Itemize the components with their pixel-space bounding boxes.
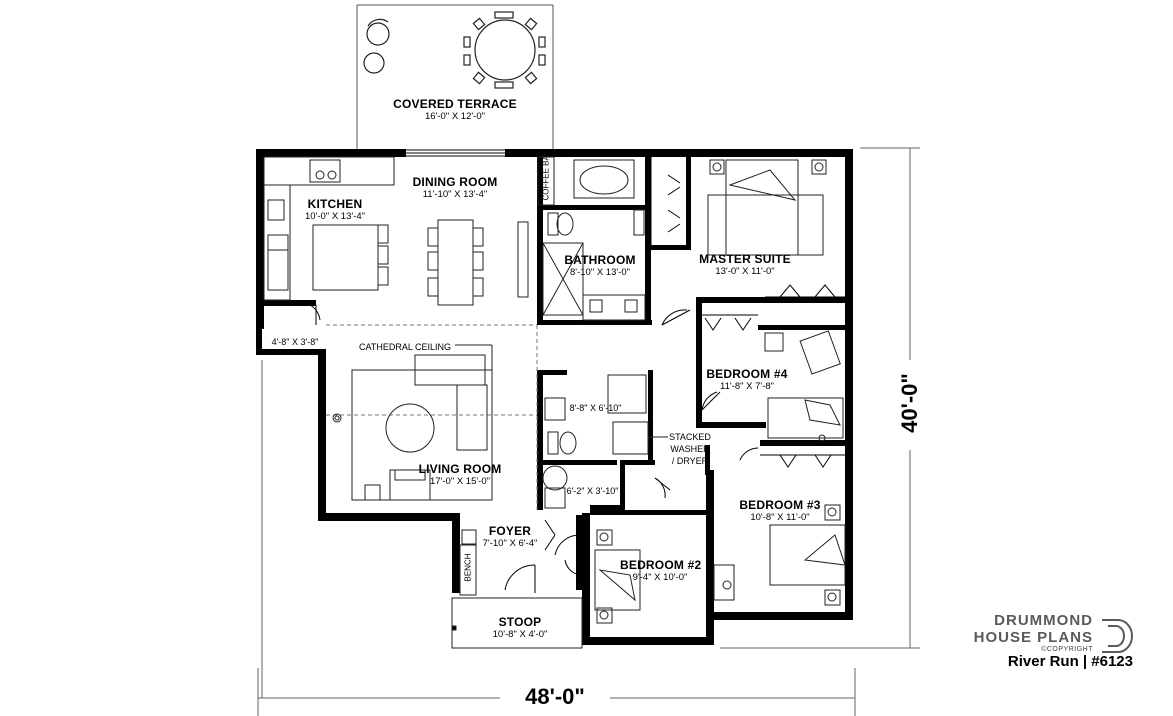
- room-name: FOYER: [488, 524, 532, 538]
- room-name: COVERED TERRACE: [393, 97, 517, 111]
- dryer-label: / DRYER: [671, 456, 709, 466]
- room-label-bathroom: BATHROOM 8'-10" X 13'-0": [555, 253, 645, 278]
- bathroom-fixtures: [542, 159, 646, 321]
- overall-depth-dimension: 40'-0": [897, 373, 922, 433]
- laundry-fixtures: [542, 374, 668, 509]
- coffee-bar-label: COFFEE BAR: [541, 149, 551, 201]
- room-label-living-room: LIVING ROOM 17'-0" X 15'-0": [415, 462, 505, 487]
- room-label-foyer: FOYER 7'-10" X 6'-4": [480, 524, 540, 549]
- room-name: STOOP: [498, 615, 542, 629]
- brand-line-1: DRUMMOND: [994, 612, 1093, 629]
- powder-room-dimensions-label: 6'-2" X 3'-10": [566, 486, 619, 496]
- laundry-dimensions-label: 8'-8" X 6'-10": [569, 403, 622, 413]
- room-dimensions: 10'-0" X 13'-4": [304, 211, 365, 222]
- drummond-logo-mark: [1102, 619, 1133, 653]
- room-label-master-suite: MASTER SUITE 13'-0" X 11'-0": [690, 252, 800, 277]
- bedroom-2-furniture: [594, 529, 641, 624]
- room-label-kitchen: KITCHEN 10'-0" X 13'-4": [290, 197, 380, 222]
- brand-line-2: HOUSE PLANS: [973, 629, 1093, 646]
- room-label-bedroom-4: BEDROOM #4 11'-8" X 7'-8": [702, 367, 792, 392]
- coffee-bar: [537, 156, 555, 206]
- door-swings: [309, 304, 759, 593]
- room-dimensions: 10'-8" X 4'-0": [492, 629, 548, 640]
- room-name: DINING ROOM: [412, 175, 498, 189]
- room-dimensions: 11'-8" X 7'-8": [719, 381, 775, 392]
- brand-block: DRUMMOND HOUSE PLANS ©COPYRIGHT River Ru…: [974, 612, 1133, 670]
- exterior-walls: [256, 149, 853, 645]
- washer-label: WASHER: [670, 444, 710, 454]
- room-label-covered-terrace: COVERED TERRACE 16'-0" X 12'-0": [355, 97, 555, 122]
- room-dimensions: 7'-10" X 6'-4": [482, 538, 538, 549]
- room-name: BATHROOM: [564, 253, 636, 267]
- overall-width-dimension: 48'-0": [525, 684, 585, 709]
- stacked-label: STACKED: [669, 432, 711, 442]
- windows: [256, 149, 853, 645]
- cathedral-ceiling-label: CATHEDRAL CEILING: [358, 342, 452, 352]
- room-label-dining-room: DINING ROOM 11'-10" X 13'-4": [405, 175, 505, 200]
- room-name: MASTER SUITE: [699, 252, 791, 266]
- room-dimensions: 16'-0" X 12'-0": [424, 111, 485, 122]
- room-name: BEDROOM #2: [620, 558, 702, 572]
- bedroom-3-furniture: [713, 504, 846, 606]
- interior-walls: [537, 157, 846, 590]
- bedroom-4-furniture: [764, 330, 844, 442]
- dimension-lines: [257, 147, 920, 716]
- room-dimensions: 11'-10" X 13'-4": [422, 189, 488, 200]
- room-dimensions: 8'-10" X 13'-0": [569, 267, 630, 278]
- brand-copyright: ©COPYRIGHT: [1041, 646, 1093, 653]
- dining-table: [427, 219, 529, 306]
- master-bed: [707, 159, 827, 256]
- room-dimensions: 13'-0" X 11'-0": [715, 266, 775, 277]
- cathedral-ceiling-lines: [326, 324, 538, 510]
- room-label-stoop: STOOP 10'-8" X 4'-0": [480, 615, 560, 640]
- kitchen-fixtures: [263, 156, 395, 301]
- room-name: BEDROOM #3: [739, 498, 821, 512]
- closet-partitions: [544, 157, 846, 556]
- closet-dimensions-label: 4'-8" X 3'-8": [271, 337, 319, 347]
- room-dimensions: 10'-8" X 11'-0": [750, 512, 810, 523]
- room-name: LIVING ROOM: [418, 462, 502, 476]
- room-label-bedroom-2: BEDROOM #2 9'-4" X 10'-0": [620, 558, 702, 583]
- foyer-furniture: [451, 529, 583, 649]
- room-dimensions: 9'-4" X 10'-0": [632, 572, 688, 583]
- covered-terrace-area: [356, 4, 554, 150]
- living-room-furniture: [332, 344, 493, 501]
- room-name: KITCHEN: [307, 197, 363, 211]
- bench-label: BENCH: [463, 553, 473, 582]
- room-name: BEDROOM #4: [706, 367, 788, 381]
- room-dimensions: 17'-0" X 15'-0": [429, 476, 490, 487]
- terrace-furniture: [363, 11, 546, 89]
- room-label-bedroom-3: BEDROOM #3 10'-8" X 11'-0": [735, 498, 825, 523]
- plan-name: River Run | #6123: [1007, 653, 1133, 670]
